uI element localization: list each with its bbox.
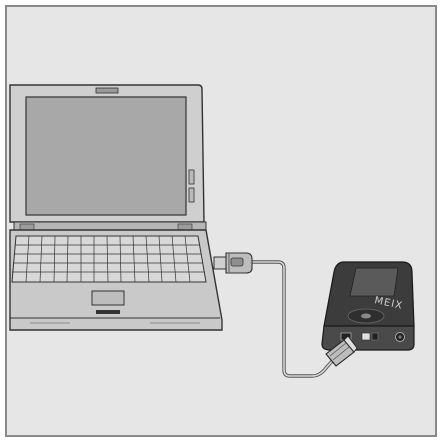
laptop-screen	[26, 97, 186, 215]
mp3-player-icon: MEIX	[322, 262, 414, 350]
laptop-touchpad-button	[96, 310, 120, 314]
laptop-touchpad	[92, 291, 124, 305]
laptop-latch-lower	[189, 188, 194, 202]
laptop-hinge-tab-left	[20, 224, 34, 230]
player-switch	[362, 333, 370, 340]
laptop-hinge	[14, 222, 206, 230]
player-screen	[350, 268, 398, 296]
laptop-hinge-tab-right	[178, 224, 192, 230]
laptop-icon	[10, 85, 222, 330]
laptop-latch-upper	[189, 170, 194, 184]
laptop-webcam	[96, 88, 118, 93]
laptop-keyboard	[12, 236, 206, 282]
player-nav-center	[361, 314, 371, 319]
